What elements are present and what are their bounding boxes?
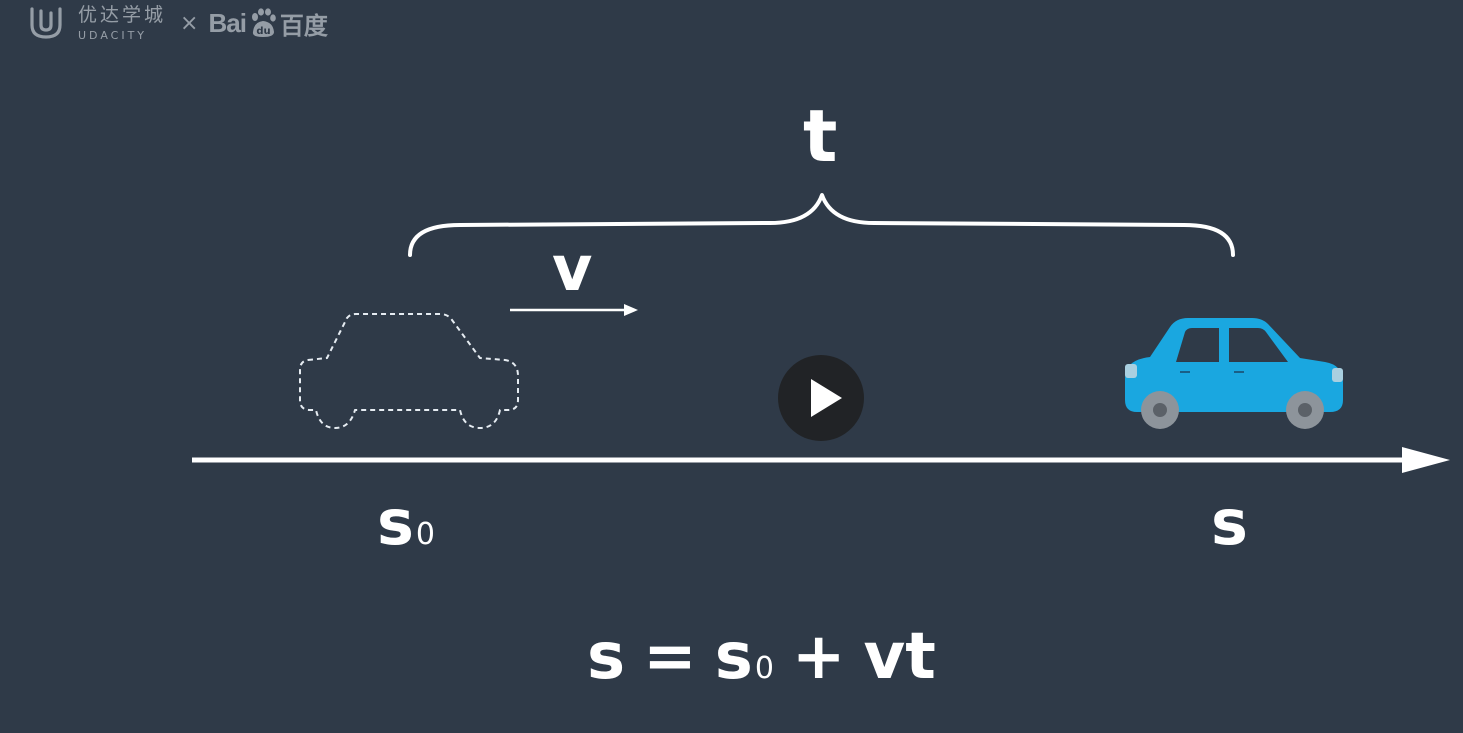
equation-plus: + (791, 620, 846, 694)
baidu-paw-icon: du (251, 8, 276, 37)
baidu-cn-text: 百度 (279, 11, 328, 40)
branding-header: 优达学城 UDACITY × Bai du 百度 (26, 0, 328, 46)
equation-s0-subscript: 0 (754, 651, 774, 686)
start-position-main: s (377, 486, 414, 559)
kinematics-equation: s=s0+vt (587, 625, 936, 689)
time-label: t (803, 94, 838, 178)
udacity-en-text: UDACITY (78, 28, 148, 42)
velocity-arrow (510, 304, 638, 316)
start-position-subscript: 0 (415, 517, 435, 552)
velocity-label: v (552, 232, 593, 305)
equation-vt: vt (863, 620, 936, 694)
udacity-logo-icon (30, 7, 62, 39)
equation-equals: = (643, 620, 697, 694)
baidu-paw-du: du (256, 26, 270, 37)
udacity-wordmark: 优达学城 UDACITY (78, 3, 167, 42)
time-brace (408, 193, 1235, 257)
end-position-label: s (1211, 486, 1248, 559)
blue-car-icon (1125, 318, 1343, 429)
start-position-label: s0 (377, 492, 435, 554)
equation-lhs: s (587, 620, 626, 694)
collab-times: × (180, 10, 199, 36)
udacity-cn-text: 优达学城 (78, 3, 167, 26)
play-icon (811, 379, 842, 417)
baidu-wordmark-bai: Bai (208, 7, 246, 38)
play-button[interactable] (778, 355, 864, 441)
ghost-car-outline (299, 313, 519, 429)
position-axis (192, 447, 1450, 473)
equation-s0-main: s (714, 620, 753, 694)
